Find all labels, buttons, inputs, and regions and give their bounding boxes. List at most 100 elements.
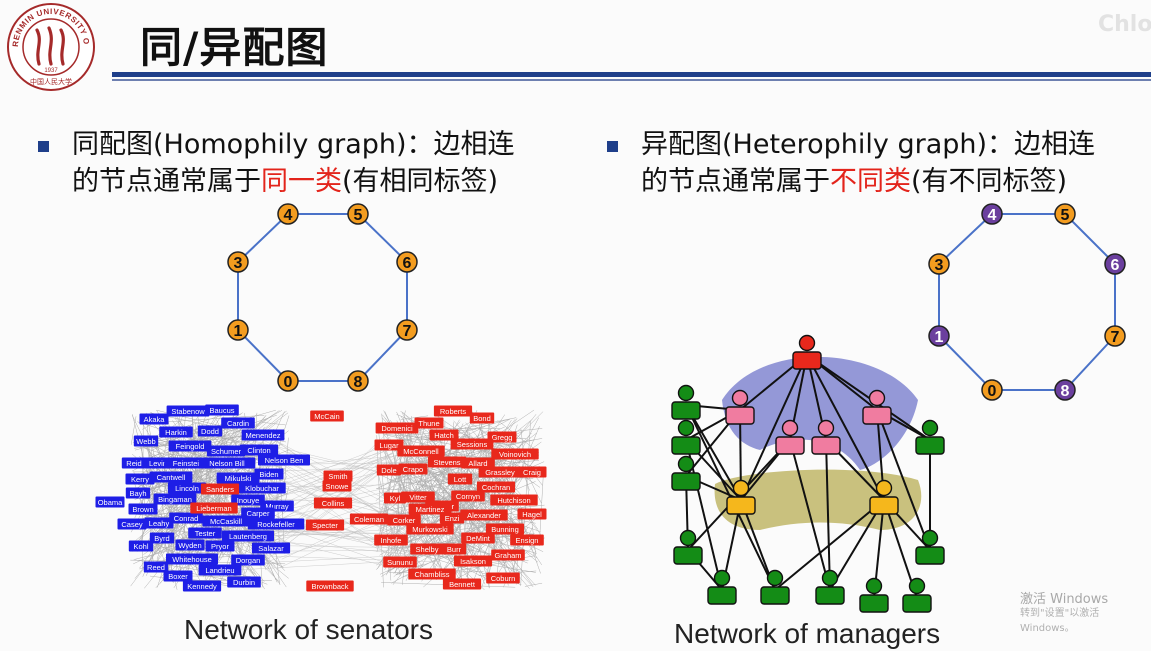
senator-label: Lincoln: [175, 484, 199, 493]
senator-democrat-node: Pryor: [205, 540, 235, 552]
left-graph-node-label: 5: [354, 207, 363, 224]
university-logo: RENMIN UNIVERSITY OF CHINA 1937 中国人民大学: [6, 2, 95, 91]
right-graph-node-7: 7: [1104, 325, 1126, 347]
senator-democrat-node: Landrieu: [198, 564, 242, 576]
senator-label: Clinton: [247, 446, 270, 455]
senator-label: Pryor: [211, 542, 229, 551]
senator-democrat-node: Leahy: [144, 517, 174, 529]
senator-democrat-node: Cantwell: [149, 471, 193, 483]
senator-label: Harkin: [165, 428, 187, 437]
senator-label: Inouye: [237, 496, 260, 505]
left-graph-node-label: 0: [284, 374, 293, 391]
title-underline-thin: [112, 79, 1151, 81]
senator-republican-node: Coburn: [486, 572, 520, 584]
page-title: 同/异配图: [140, 23, 329, 72]
senator-label: Corker: [393, 516, 416, 525]
senator-label: Nelson Bill: [209, 459, 245, 468]
heterophily-definition-line2: 的节点通常属于不同类(有不同标签): [641, 163, 1067, 200]
senator-democrat-node: Dorgan: [231, 554, 265, 566]
right-graph-node-label: 6: [1111, 257, 1120, 274]
senator-label: Kerry: [131, 475, 149, 484]
senator-label: Enzi: [445, 514, 460, 523]
left-graph-node-label: 4: [284, 207, 293, 224]
left-graph-node-8: 8: [347, 370, 369, 392]
left-graph-edge: [237, 329, 289, 382]
left-graph-node-label: 1: [234, 323, 243, 340]
senator-democrat-node: Nelson Ben: [258, 454, 310, 466]
senator-label: Mikulski: [225, 474, 252, 483]
senator-label: Bayh: [129, 489, 146, 498]
senator-label: Martinez: [416, 505, 445, 514]
senator-republican-node: Stevens: [427, 456, 467, 468]
senator-republican-node: DeMint: [461, 532, 495, 544]
senator-label: Voinovich: [499, 450, 531, 459]
senator-label: Landrieu: [205, 566, 234, 575]
senator-label: Dodd: [201, 427, 219, 436]
senator-label: Hagel: [522, 510, 542, 519]
senator-label: Schumer: [211, 447, 242, 456]
senator-republican-node: Specter: [305, 519, 345, 531]
manager-person-icon: [671, 419, 701, 455]
right-graph-node-8: 8: [1054, 379, 1076, 401]
senator-independent-node: Lieberman: [190, 502, 238, 514]
senator-label: Baucus: [209, 406, 234, 415]
senator-democrat-node: Reid: [121, 457, 147, 469]
senator-label: Kennedy: [187, 582, 217, 591]
senator-republican-node: Chambliss: [408, 568, 456, 580]
senator-democrat-node: Reed: [143, 561, 169, 573]
senator-label: Nelson Ben: [265, 456, 304, 465]
senator-democrat-node: Bayh: [125, 487, 151, 499]
right-graph-node-6: 6: [1104, 253, 1126, 275]
senator-democrat-node: Dodd: [197, 425, 223, 437]
senator-republican-node: Ensign: [510, 534, 544, 546]
senator-republican-node: Martinez: [408, 503, 452, 515]
homophily-definition-line1: 同配图(Homophily graph)：边相连: [72, 129, 515, 160]
right-graph-node-label: 8: [1061, 383, 1070, 400]
senator-democrat-node: Kennedy: [182, 580, 222, 592]
senator-democrat-node: Akaka: [139, 413, 169, 425]
left-graph-node-6: 6: [396, 251, 418, 273]
heterophily-text-before: 的节点通常属于: [641, 166, 830, 197]
senator-republican-node: Corker: [387, 514, 421, 526]
senator-label: Bunning: [491, 525, 519, 534]
senator-label: Snowe: [326, 482, 349, 491]
senator-label: McCaskill: [210, 517, 242, 526]
title-underline: [112, 72, 1151, 77]
heterophily-definition-line1: 异配图(Heterophily graph)：边相连: [641, 129, 1096, 160]
manager-person-icon: [775, 419, 805, 455]
senator-label: Stabenow: [171, 407, 205, 416]
senator-democrat-node: Bingaman: [153, 493, 197, 505]
senator-republican-node: Craig: [517, 466, 547, 478]
senator-label: Sessions: [457, 440, 488, 449]
senator-label: Shelby: [416, 545, 439, 554]
senator-democrat-node: Menendez: [241, 429, 285, 441]
managers-caption: Network of managers: [674, 618, 941, 649]
manager-person-icon: [869, 479, 899, 515]
left-graph-node-1: 1: [227, 319, 249, 341]
senator-republican-node: Isakson: [453, 555, 493, 567]
senator-label: Graham: [494, 551, 521, 560]
senator-label: Murkowski: [412, 525, 448, 534]
right-graph-node-label: 4: [988, 207, 997, 224]
senator-label: Levin: [149, 459, 167, 468]
left-graph-node-label: 6: [403, 255, 412, 272]
senator-label: Feinstein: [173, 459, 203, 468]
senator-republican-node: Gregg: [487, 431, 517, 443]
senator-label: Leahy: [149, 519, 170, 528]
senator-republican-node: Lott: [447, 473, 473, 485]
senator-democrat-node: Conrad: [169, 512, 203, 524]
senator-democrat-node: Cardin: [221, 417, 255, 429]
homophily-text-after: (有相同标签): [342, 166, 499, 197]
senator-label: Lugar: [379, 441, 399, 450]
senators-caption: Network of senators: [184, 614, 433, 645]
senator-democrat-node: Stabenow: [166, 405, 210, 417]
senator-label: Wyden: [178, 541, 201, 550]
senator-democrat-node: Brown: [128, 503, 158, 515]
senator-label: Bennett: [449, 580, 476, 589]
senator-label: Isakson: [460, 557, 486, 566]
left-graph-node-4: 4: [277, 203, 299, 225]
senator-label: Specter: [312, 521, 338, 530]
right-graph-node-label: 7: [1111, 329, 1120, 346]
senator-label: Lieberman: [196, 504, 231, 513]
